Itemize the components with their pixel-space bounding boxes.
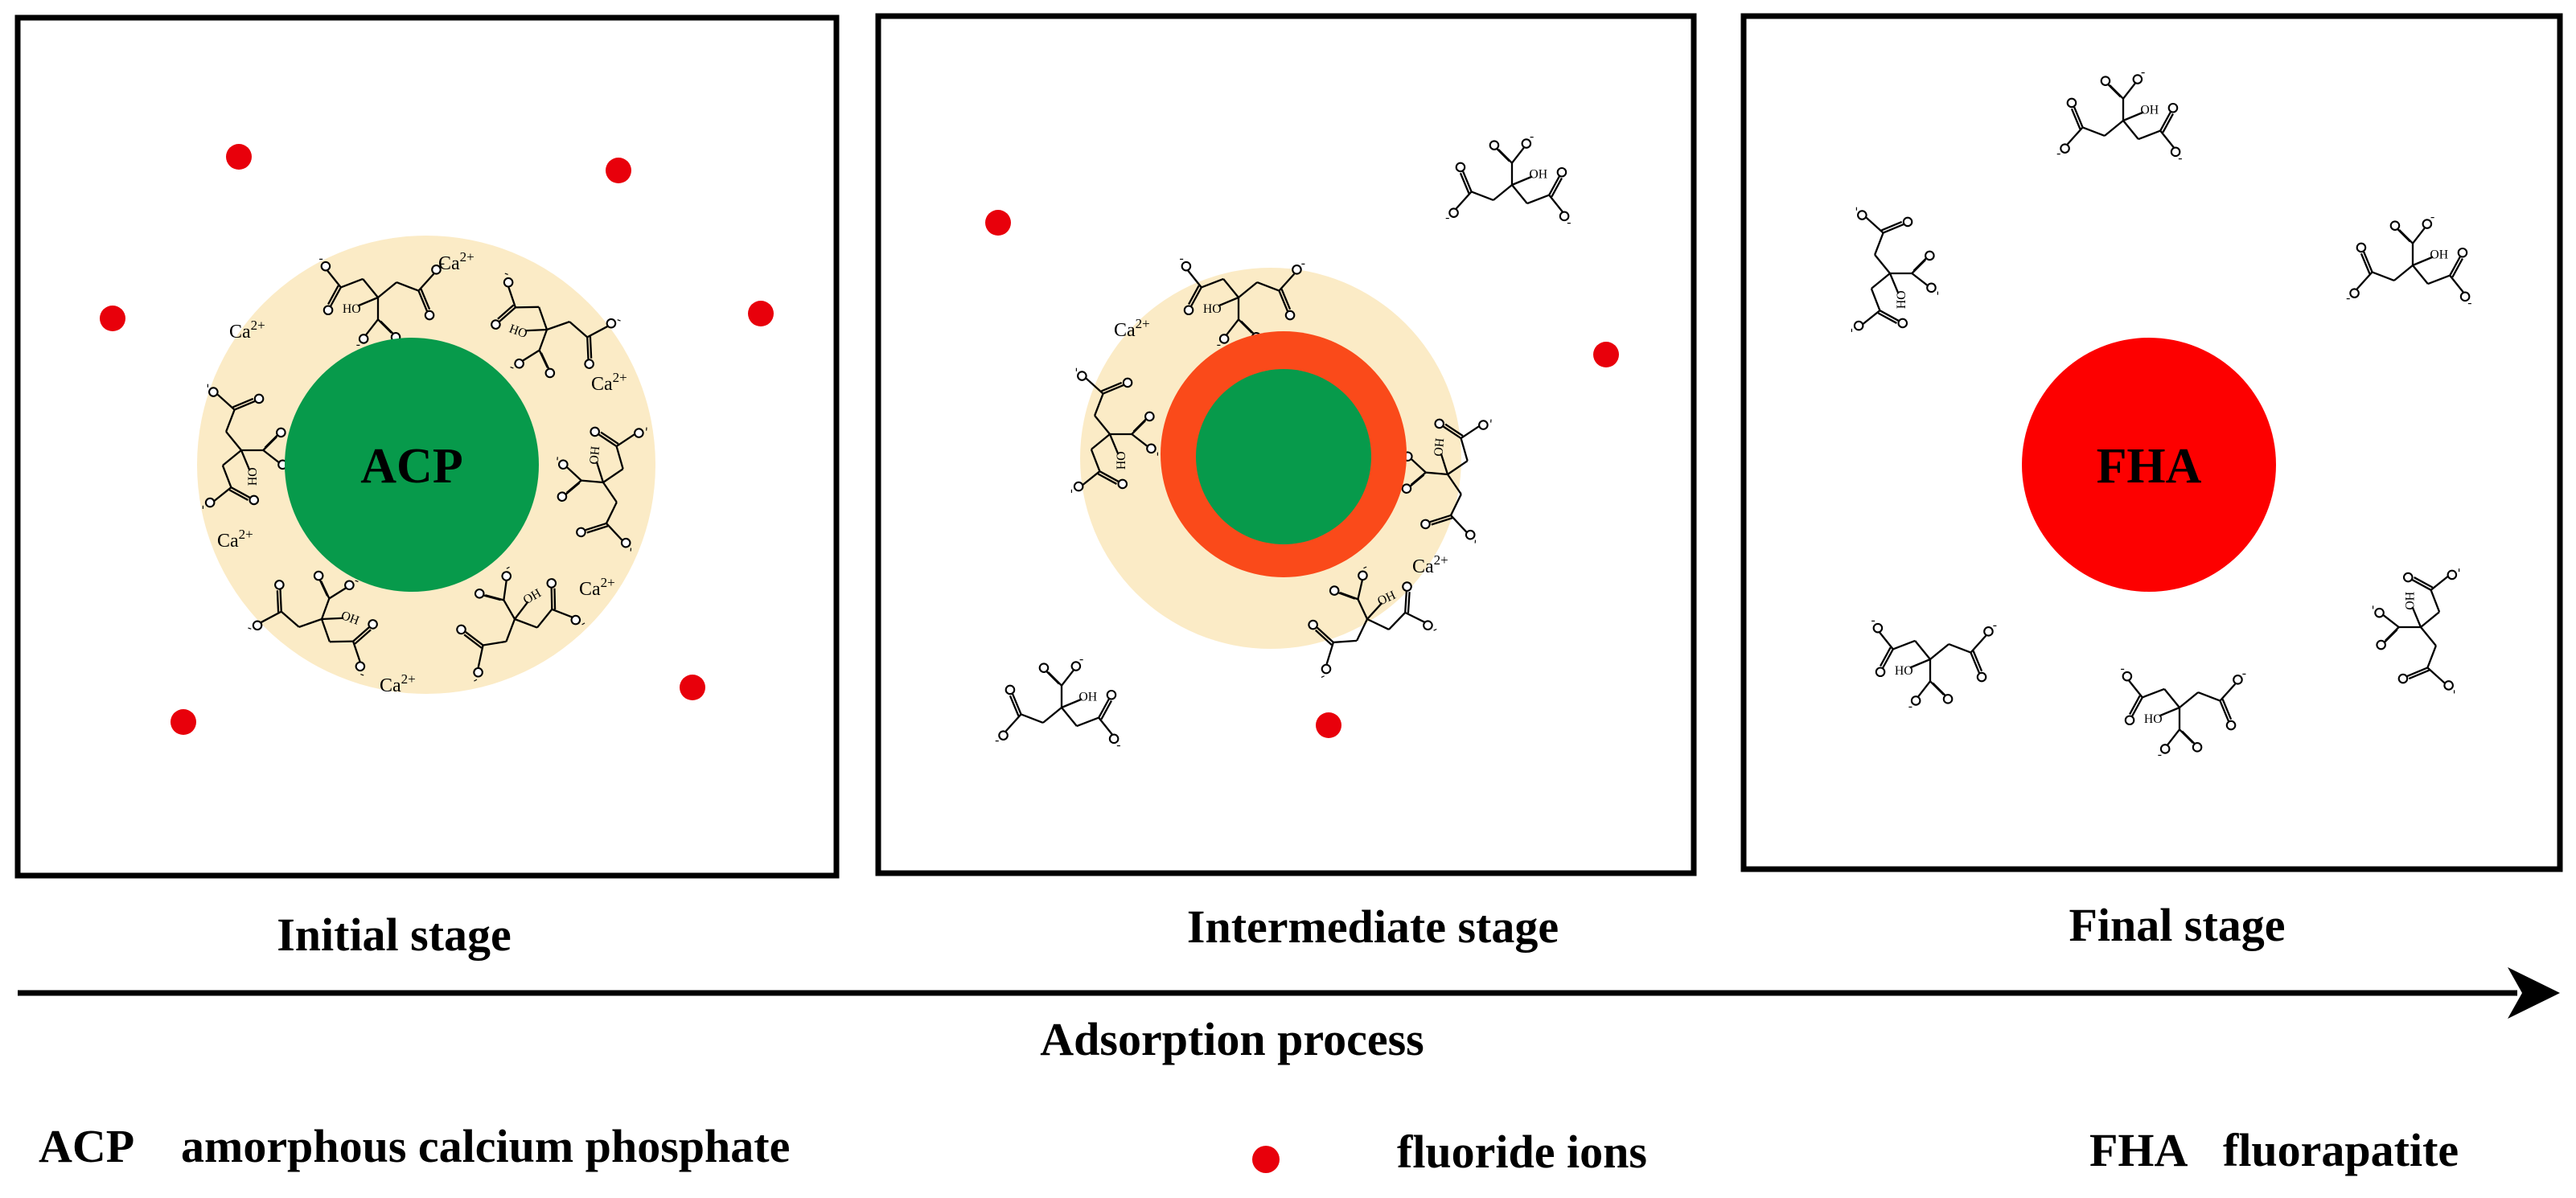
fluoride-ion	[748, 301, 774, 326]
fluoride-ion	[1316, 712, 1341, 738]
fluoride-ions	[985, 210, 1619, 738]
process-label: Adsorption process	[1040, 1013, 1424, 1065]
fluoride-ion	[100, 306, 125, 331]
stage-label-final: Final stage	[2069, 899, 2285, 951]
legend-acp-text: amorphous calcium phosphate	[181, 1120, 790, 1172]
intermediate-stage-panel: Ca2+ Ca2+	[875, 13, 1697, 876]
ca-ion-label: Ca2+	[1412, 552, 1448, 577]
acp-core-label: ACP	[360, 439, 462, 494]
fluoride-ion	[171, 709, 196, 735]
initial-stage-panel: Ca2+ Ca2+ Ca2+ Ca2+ Ca2+ Ca2+ ACP	[14, 14, 840, 879]
acp-core	[1196, 369, 1371, 544]
ca-ion-label: Ca2+	[579, 575, 615, 600]
legend-fluoride-text: fluoride ions	[1397, 1126, 1647, 1178]
ca-ion-label: Ca2+	[438, 249, 475, 274]
fluoride-ion	[985, 210, 1011, 236]
fluoride-ion	[680, 675, 705, 700]
fluoride-ion	[1593, 342, 1619, 367]
stage-label-initial: Initial stage	[277, 909, 512, 961]
fluoride-ion	[226, 144, 252, 170]
final-stage-panel: FHA	[1740, 13, 2563, 872]
legend-acp-abbr: ACP	[39, 1120, 134, 1172]
legend: ACP amorphous calcium phosphate fluoride…	[39, 1120, 2459, 1178]
fluoride-ion	[606, 158, 631, 183]
stage-label-intermediate: Intermediate stage	[1187, 901, 1559, 953]
ca-ion-label: Ca2+	[591, 370, 627, 395]
acp-core	[285, 338, 539, 592]
arrowhead	[2508, 967, 2560, 1019]
legend-fluoride-dot	[1252, 1146, 1280, 1173]
ca-ion-label: Ca2+	[380, 671, 416, 696]
ca-ion-label: Ca2+	[217, 527, 253, 552]
calcium-ion-labels: Ca2+ Ca2+ Ca2+ Ca2+ Ca2+ Ca2+	[217, 249, 627, 696]
fluoride-ions	[100, 144, 774, 735]
ca-ion-label: Ca2+	[229, 318, 265, 343]
fha-core-label: FHA	[2097, 439, 2202, 494]
process-arrow	[18, 967, 2560, 1019]
ca-ion-label: Ca2+	[1114, 316, 1150, 341]
fha-core	[2022, 338, 2276, 592]
legend-fha-text: fluorapatite	[2223, 1124, 2459, 1176]
legend-fha-abbr: FHA	[2089, 1124, 2188, 1176]
